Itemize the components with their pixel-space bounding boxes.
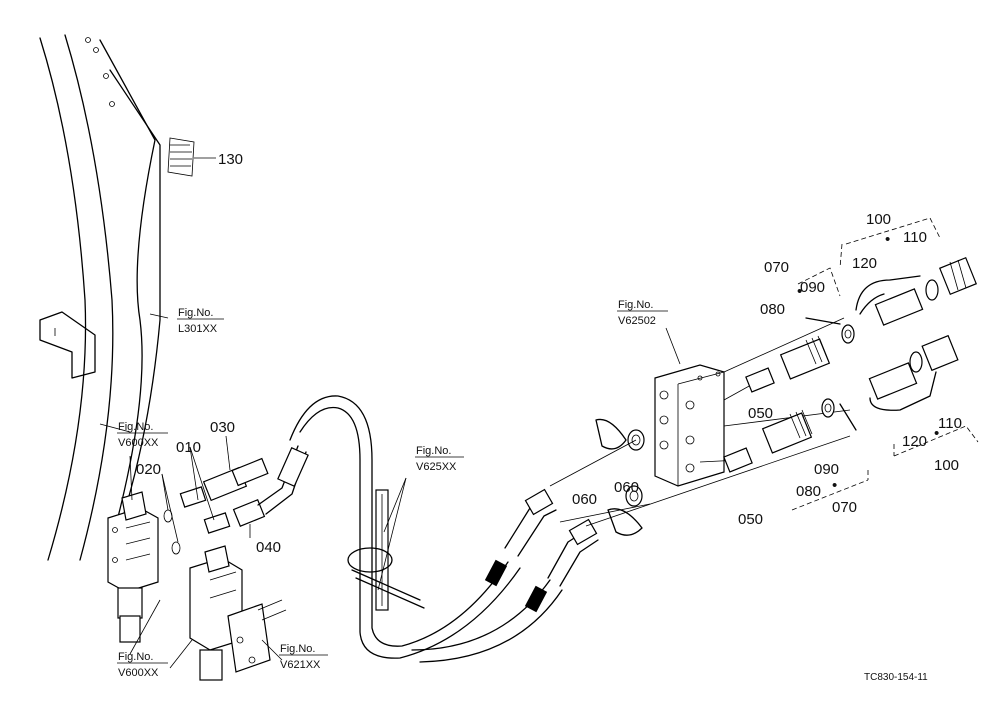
label-130: 130	[218, 151, 243, 168]
label-050-bottom: 050	[738, 511, 763, 528]
label-070-bottom: 070	[832, 499, 857, 516]
hose-loop	[289, 395, 599, 663]
label-070-top: 070	[764, 259, 789, 276]
fig-label-v600-top: Fig.No.	[118, 421, 153, 433]
label-100-top: 100	[866, 211, 891, 228]
label-010: 010	[176, 439, 201, 456]
label-110-top: 110	[903, 229, 927, 246]
fig-label-v600-bottom: Fig.No.	[118, 651, 153, 663]
fig-label-v621: Fig.No.	[280, 643, 315, 655]
bracket-v62502	[595, 327, 725, 536]
label-080-bottom: 080	[796, 483, 821, 500]
label-dot-top-100: •	[885, 231, 890, 248]
fittings-010-040	[163, 445, 309, 555]
fig-code-v600-top: V600XX	[118, 437, 159, 449]
fig-code-l301: L301XX	[178, 323, 218, 335]
leader-lines	[99, 313, 283, 669]
fig-code-v62502: V62502	[618, 315, 656, 327]
label-dot-top-070: •	[797, 283, 802, 300]
fig-label-v625: Fig.No.	[416, 445, 451, 457]
fig-label-v62502: Fig.No.	[618, 299, 653, 311]
label-090-bottom: 090	[814, 461, 839, 478]
label-120-top: 120	[852, 255, 877, 272]
label-050-top: 050	[748, 405, 773, 422]
label-080-top: 080	[760, 301, 785, 318]
fig-code-v600-bottom: V600XX	[118, 667, 159, 679]
fig-code-v621: V621XX	[280, 659, 321, 671]
control-valve-left	[107, 491, 159, 643]
cabin-frame	[39, 34, 161, 561]
label-110-bottom: 110	[938, 415, 962, 432]
hose-clamp	[347, 477, 425, 611]
control-valve-right	[189, 545, 287, 681]
fig-label-l301: Fig.No.	[178, 307, 213, 319]
label-120-bottom: 120	[902, 433, 927, 450]
label-dot-bottom-100: •	[934, 425, 939, 442]
labels: 130 100 110 120 • 070 080 • 090 050 060 …	[117, 151, 962, 683]
decal-130	[167, 137, 216, 177]
dashed-groups	[791, 217, 979, 511]
coupler-assembly-bottom	[723, 334, 959, 473]
label-100-bottom: 100	[934, 457, 959, 474]
label-060-top: 060	[614, 479, 639, 496]
drawing-code: TC830-154-11	[864, 672, 928, 683]
coupler-assembly-top	[745, 256, 978, 393]
label-040: 040	[256, 539, 281, 556]
label-030: 030	[210, 419, 235, 436]
label-020: 020	[136, 461, 161, 478]
label-060-bottom: 060	[572, 491, 597, 508]
label-090-top: 090	[800, 279, 825, 296]
label-dot-bottom-070: •	[832, 477, 837, 494]
fig-code-v625: V625XX	[416, 461, 457, 473]
